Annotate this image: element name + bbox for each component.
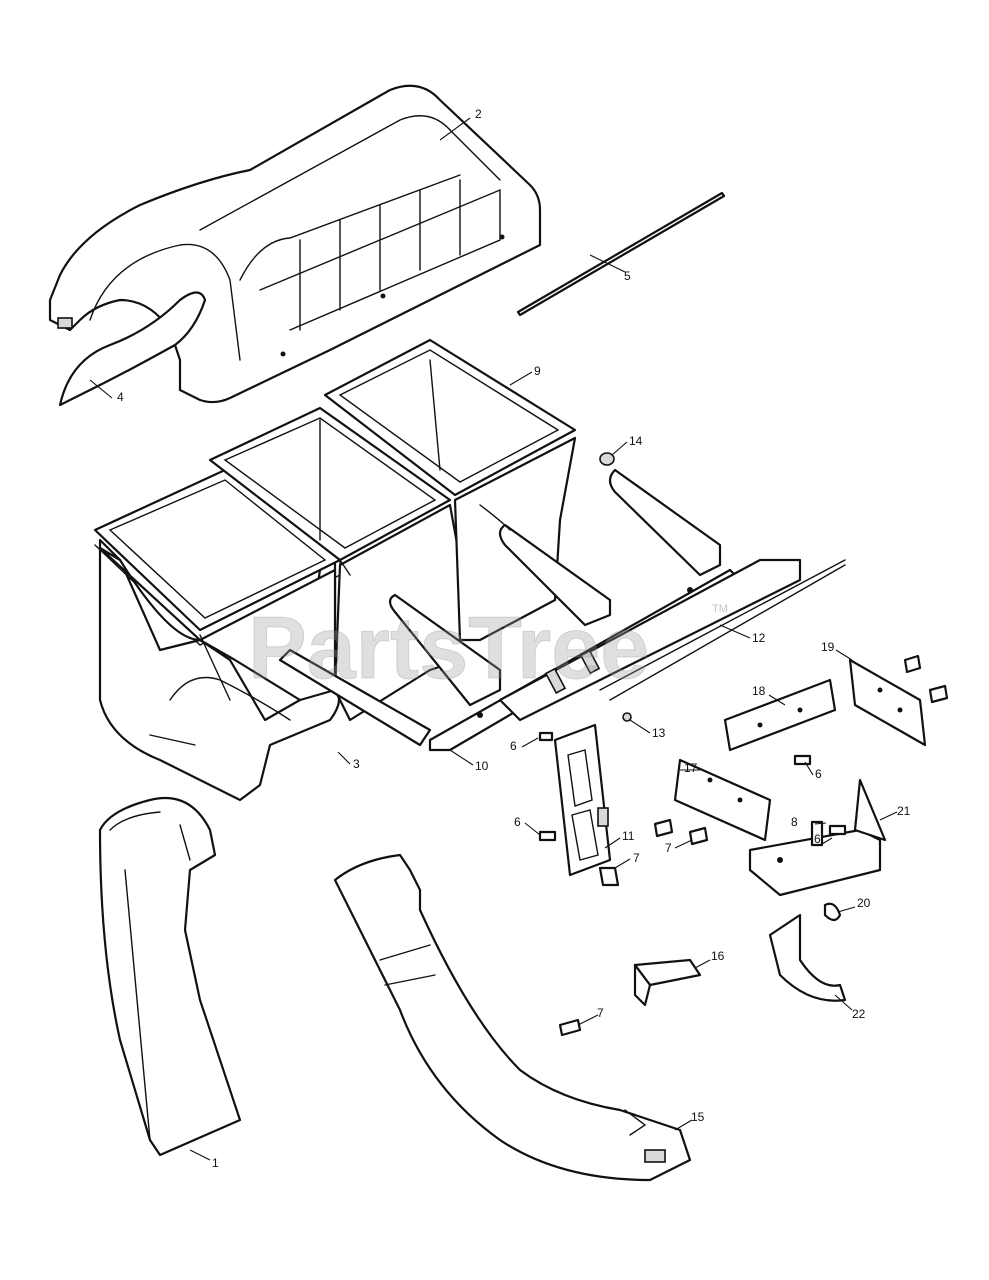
callout-19: 19 [821,640,835,654]
callout-12: 12 [752,631,766,645]
part-8-pin [810,820,824,847]
callout-13: 13 [652,726,666,740]
part-19-plate [848,658,927,747]
part-13-nut [622,712,632,722]
callouts: 2 4 5 9 14 12 13 6 10 3 11 6 7 7 17 18 1… [117,107,911,1170]
part-15-lower-chute [333,853,692,1182]
part-7-wingnut-c [558,1018,582,1037]
callout-17: 17 [684,761,698,775]
part-21-l-bracket [748,778,887,897]
watermark-text: PartsTree [248,598,649,697]
part-19-wingnut-2 [928,684,949,704]
watermark: PartsTree TM [248,598,728,698]
callout-5: 5 [624,269,631,283]
callout-21: 21 [897,804,911,818]
part-18-bar [723,678,837,752]
callout-15: 15 [691,1110,705,1124]
callout-2: 2 [475,107,482,121]
part-12-hitch-plate [498,558,846,722]
part-6-bolt-d [828,824,847,836]
callout-18: 18 [752,684,766,698]
part-7-wingnut-b [688,826,709,846]
part-5-rod [516,191,726,317]
leader-lines [89,117,898,1161]
watermark-tm: TM [712,603,728,615]
part-6-bolt-a [538,731,554,742]
part-11-mount-bracket [553,723,612,877]
callout-7a: 7 [633,851,640,865]
part-20-clip [823,902,842,922]
callout-6d: 6 [814,832,821,846]
part-6-bolt-c [793,754,812,766]
part-7-wingnut-a [598,866,620,887]
callout-9: 9 [534,364,541,378]
part-14-nut [599,452,615,466]
part-17-plate [673,758,772,842]
callout-3: 3 [353,757,360,771]
callout-20: 20 [857,896,871,910]
callout-4: 4 [117,390,124,404]
part-16-bracket [633,958,702,1007]
part-1-chute-tube [98,796,242,1157]
callout-16: 16 [711,949,725,963]
callout-1: 1 [212,1156,219,1170]
part-22-guard [768,913,847,1002]
part-6-bolt-b [538,830,557,842]
hardware [538,452,949,1037]
callout-14: 14 [629,434,643,448]
callout-22: 22 [852,1007,866,1021]
callout-7c: 7 [597,1006,604,1020]
callout-6b: 6 [514,815,521,829]
callout-8: 8 [791,815,798,829]
part-4-side-panel [58,291,207,407]
part-19-wingnut [903,654,922,674]
callout-11: 11 [622,829,635,843]
callout-10: 10 [475,759,489,773]
callout-7b: 7 [665,841,672,855]
callout-6c: 6 [815,767,822,781]
callout-6a: 6 [510,739,517,753]
part-17-bolt [653,818,674,838]
